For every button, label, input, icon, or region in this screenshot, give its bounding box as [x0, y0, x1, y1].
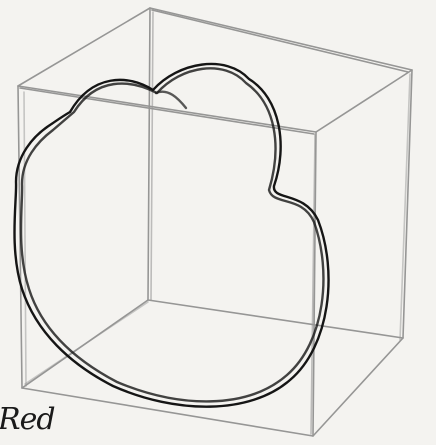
caption-label: Red — [0, 402, 55, 437]
